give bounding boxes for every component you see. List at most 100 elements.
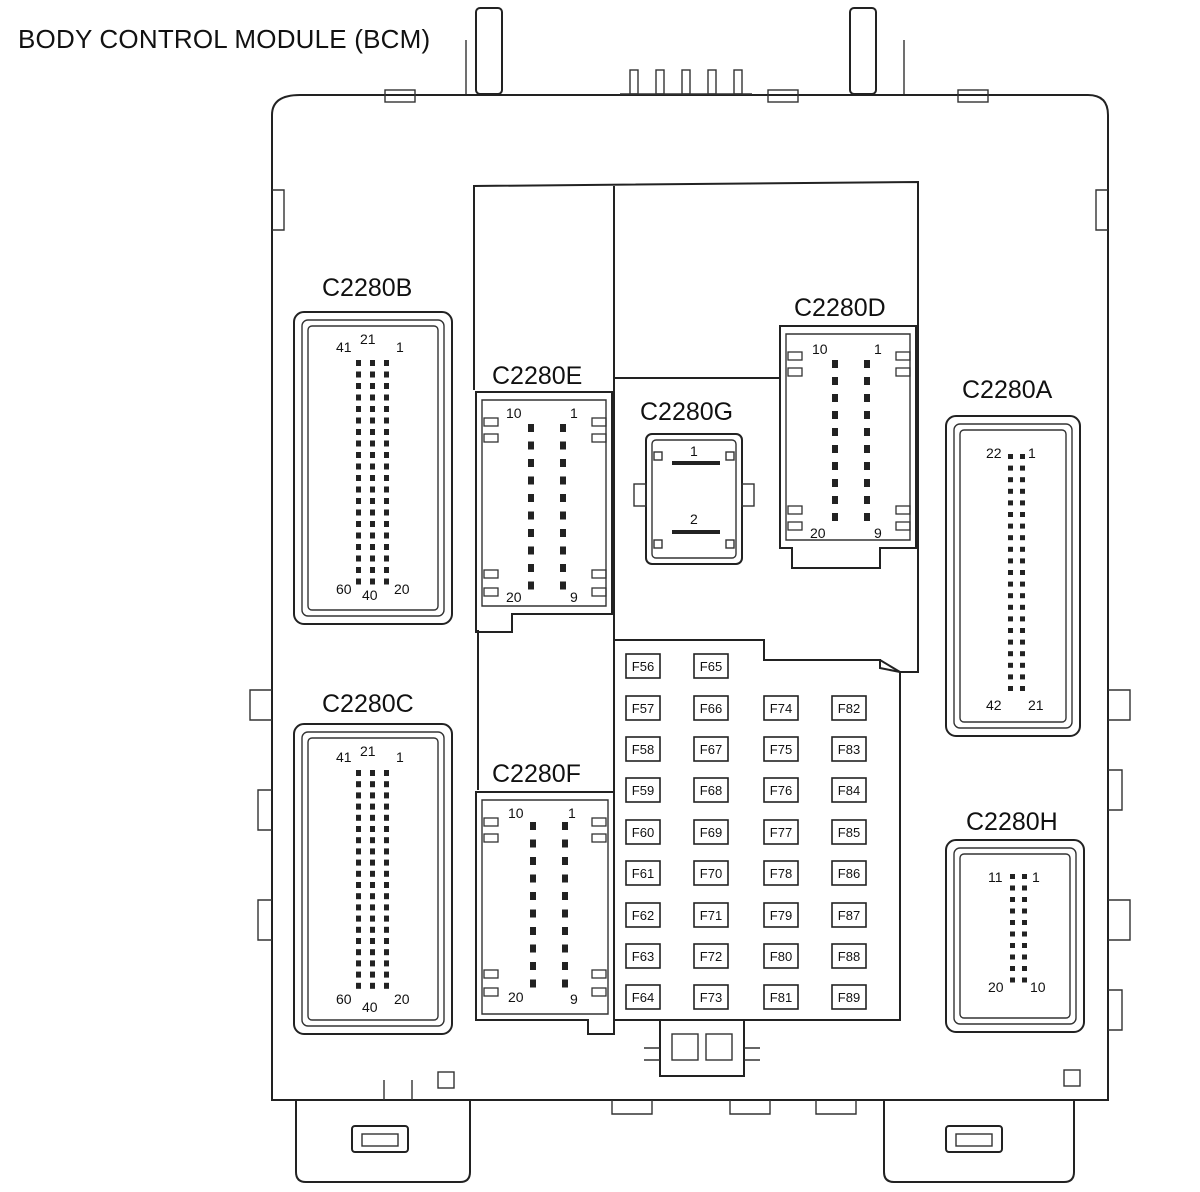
pin-cavity: [370, 486, 375, 493]
pin-cavity: [1008, 500, 1013, 506]
pin-cavity: [356, 770, 361, 776]
pin-number: 9: [874, 525, 882, 541]
pin-cavity: [384, 440, 389, 447]
pin-number: 2: [690, 511, 698, 527]
pin-cavity: [384, 982, 389, 989]
pin-cavity: [1022, 966, 1027, 971]
fuse-f76: F76: [763, 777, 799, 803]
pin-number: 21: [360, 743, 376, 759]
pin-cavity: [384, 882, 389, 888]
pin-number: 42: [986, 697, 1002, 713]
pin-cavity: [864, 411, 870, 419]
pin-cavity: [832, 496, 838, 504]
pin-cavity: [370, 949, 375, 956]
fuse-label: F87: [838, 908, 860, 923]
fuse-f86: F86: [831, 860, 867, 886]
fuse-slot: [693, 860, 729, 886]
pin-cavity: [356, 417, 361, 424]
fuse-slot: [625, 860, 661, 886]
fuse-label: F78: [770, 866, 792, 881]
pin-cavity: [1008, 639, 1013, 645]
pin-cavity: [1022, 977, 1027, 983]
pin-cavity: [1010, 943, 1015, 948]
pin-number: 10: [812, 341, 828, 357]
pin-cavity: [384, 383, 389, 389]
pin-cavity: [562, 909, 568, 918]
pin-number: 10: [1030, 979, 1046, 995]
pin-cavity: [370, 904, 375, 911]
pin-cavity: [370, 882, 375, 888]
pin-cavity: [370, 360, 375, 366]
pin-cavity: [530, 874, 536, 883]
pin-cavity: [832, 428, 838, 436]
pin-cavity: [864, 428, 870, 436]
pin-cavity: [384, 463, 389, 470]
pin-cavity: [1020, 581, 1025, 587]
pin-cavity: [356, 915, 361, 922]
pin-number: 1: [396, 339, 404, 355]
pin-cavity: [370, 475, 375, 481]
pin-cavity: [370, 509, 375, 516]
latch-tab: [787, 521, 803, 531]
latch-tab: [483, 817, 499, 827]
pin-cavity: [530, 944, 536, 953]
fuse-label: F79: [770, 908, 792, 923]
pin-grid-c2280c: [356, 770, 389, 989]
pin-cavity: [832, 377, 838, 385]
fuse-f58: F58: [625, 736, 661, 762]
pin-cavity: [530, 892, 536, 900]
pin-cavity: [370, 837, 375, 844]
fuse-slot: [693, 943, 729, 969]
pin-cavity: [384, 475, 389, 481]
pin-cavity: [384, 792, 389, 799]
fuse-slot: [625, 695, 661, 721]
pin-cavity: [528, 441, 534, 450]
latch-tab: [591, 433, 607, 443]
pin-cavity: [530, 962, 536, 970]
pin-cavity: [370, 826, 375, 832]
connector-label-c2280f: C2280F: [492, 760, 581, 788]
pin-number: 1: [1032, 869, 1040, 885]
fuse-f62: F62: [625, 902, 661, 928]
pin-cavity: [1020, 488, 1025, 494]
pin-cavity: [530, 822, 536, 830]
fuse-label: F72: [700, 949, 722, 964]
connector-c2280g: 1 2: [633, 433, 755, 565]
pin-cavity: [384, 532, 389, 539]
pin-cavity: [562, 927, 568, 935]
fuse-f60: F60: [625, 819, 661, 845]
connector-label-c2280e: C2280E: [492, 362, 582, 390]
pin-cavity: [1020, 686, 1025, 691]
pin-cavity: [530, 909, 536, 918]
pin-cavity: [384, 781, 389, 788]
pin-cavity: [1010, 908, 1015, 914]
pin-cavity: [356, 521, 361, 527]
fuse-f73: F73: [693, 984, 729, 1010]
pin-number: 1: [1028, 445, 1036, 461]
latch-tab: [895, 367, 911, 377]
fuse-label: F86: [838, 866, 860, 881]
pin-cavity: [356, 882, 361, 888]
latch-tab: [895, 351, 911, 361]
latch-tab: [483, 833, 499, 843]
pin-cavity: [528, 564, 534, 572]
pin-cavity: [1008, 628, 1013, 633]
fuse-f75: F75: [763, 736, 799, 762]
pin-cavity: [1008, 604, 1013, 610]
latch-tab: [787, 351, 803, 361]
pin-cavity: [1010, 977, 1015, 983]
pin-cavity: [562, 962, 568, 970]
latch-tab: [483, 433, 499, 443]
pin-number: 10: [506, 405, 522, 421]
pin-cavity: [370, 848, 375, 855]
pin-cavity: [1010, 954, 1015, 960]
fuse-label: F85: [838, 825, 860, 840]
pin-cavity: [370, 803, 375, 810]
pin-cavity: [356, 949, 361, 956]
pin-cavity: [1020, 465, 1025, 471]
fuse-slot: [693, 819, 729, 845]
pin-cavity: [864, 394, 870, 402]
connector-c2280e: 10 1 20 9: [475, 391, 613, 633]
fuse-slot: [693, 777, 729, 803]
pin-cavity: [384, 509, 389, 516]
